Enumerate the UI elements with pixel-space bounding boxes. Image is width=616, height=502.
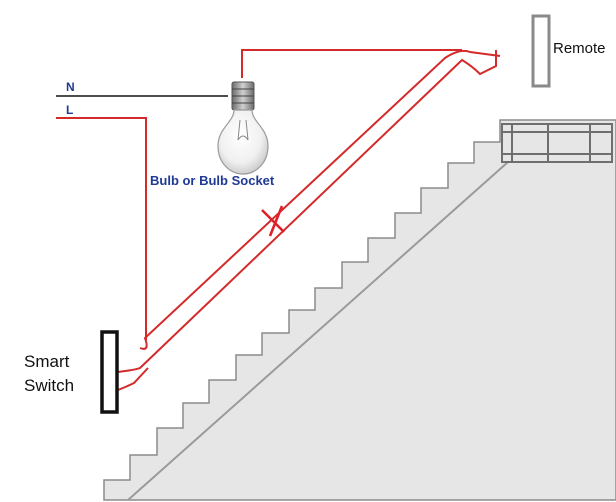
cross-mark-icon [261, 205, 285, 237]
remote-label: Remote [553, 40, 606, 57]
traveler-wire-upper [139, 49, 501, 350]
stair-stringer [127, 161, 509, 501]
landing-railing [501, 123, 613, 163]
traveler-wire-lower [117, 50, 497, 373]
smart-switch-label-line1: Smart [24, 352, 70, 371]
bulb-to-remote-wire [241, 49, 462, 78]
light-bulb-icon [217, 81, 269, 175]
neutral-label: N [66, 80, 75, 94]
switch-lead-wire [117, 367, 149, 391]
remote-switch [531, 14, 551, 88]
smart-switch [100, 330, 119, 414]
staircase [103, 119, 616, 501]
live-wire [56, 117, 147, 340]
smart-switch-label: Smart Switch [24, 350, 74, 398]
smart-switch-label-line2: Switch [24, 376, 75, 395]
live-label: L [66, 103, 74, 117]
bulb-label: Bulb or Bulb Socket [150, 173, 275, 188]
